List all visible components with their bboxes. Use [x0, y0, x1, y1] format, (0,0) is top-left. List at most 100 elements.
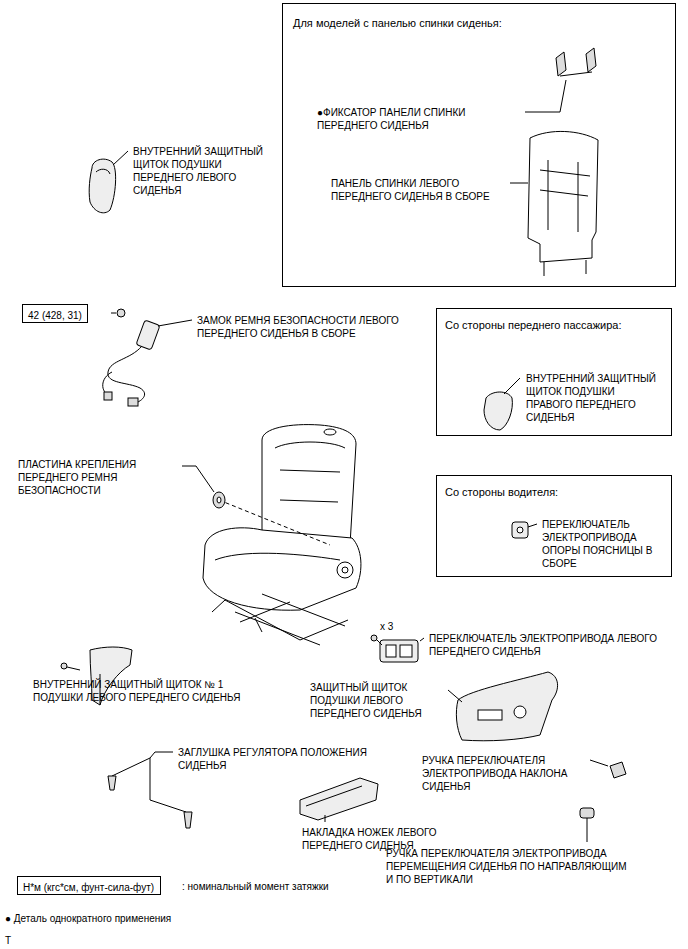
seatbelt-buckle-line [136, 320, 160, 350]
recline-knob-line [590, 760, 608, 766]
recline-knob [590, 760, 626, 778]
box-text: 42 (428, 31) [23, 307, 87, 324]
inner-shield-right-line [484, 392, 512, 430]
seat-assembly-line [219, 500, 330, 545]
variant-box: Со стороны водителя: ПЕРЕКЛЮЧАТЕЛЬ ЭЛЕКТР… [436, 475, 672, 577]
seat-assembly-line [275, 442, 345, 448]
power-seat-switch-line [377, 640, 382, 645]
seat-assembly-line [203, 528, 361, 610]
recline-knob-line [610, 762, 626, 778]
seatbelt-buckle-line [117, 309, 125, 317]
inner-shield-left-line [96, 169, 110, 174]
cushion-shield [448, 672, 558, 741]
seat-adjuster-cap-line [108, 776, 116, 790]
leg-cover-line [325, 815, 326, 822]
lumbar-switch-line [517, 527, 523, 533]
inner-shield-no1-line [67, 667, 80, 670]
inner-shield-right [484, 378, 520, 430]
part-label: ●ФИКСАТОР ПАНЕЛИ СПИНКИ ПЕРЕДНЕГО СИДЕНЬ… [317, 106, 522, 132]
back-panel-fastener-line [556, 52, 566, 76]
belt-anchor-plate-line [217, 497, 221, 503]
part-label: ПЛАСТИНА КРЕПЛЕНИЯ ПЕРЕДНЕГО РЕМНЯ БЕЗОП… [18, 458, 183, 497]
inner-shield-no1-line [61, 663, 67, 669]
back-panel [510, 131, 598, 276]
part-label: ЗАГЛУШКА РЕГУЛЯТОРА ПОЛОЖЕНИЯ СИДЕНЬЯ [178, 746, 378, 772]
seat-adjuster-cap-line [184, 812, 192, 828]
back-panel-line [528, 131, 598, 262]
inner-shield-left [89, 151, 128, 213]
seat-assembly-line [342, 567, 348, 573]
seatbelt-buckle [103, 309, 192, 406]
quantity-label: x 3 [380, 620, 420, 633]
seat-adjuster-cap-line [150, 758, 151, 800]
back-panel-line [510, 183, 528, 184]
seat-adjuster-cap-line [150, 800, 186, 812]
leg-cover [300, 778, 378, 822]
lumbar-switch [512, 522, 537, 538]
variant-box: Для моделей с панелью спинки сиденья: ●ФИ… [282, 3, 676, 287]
seat-assembly-line [262, 425, 356, 548]
inner-shield-right-line [504, 378, 520, 394]
part-label: ВНУТРЕННИЙ ЗАЩИТНЫЙ ЩИТОК № 1 ПОДУШКИ ЛЕ… [33, 678, 258, 704]
figure-code: T [5, 934, 25, 947]
seatbelt-buckle-line [108, 346, 145, 404]
note-text: ● Деталь однократного применения [5, 912, 265, 925]
cushion-shield-line [456, 672, 557, 741]
part-label: ПАНЕЛЬ СПИНКИ ЛЕВОГО ПЕРЕДНЕГО СИДЕНЬЯ В… [331, 177, 516, 203]
lumbar-switch-line [528, 524, 537, 527]
power-seat-switch-line [420, 638, 424, 641]
part-label: ЗАМОК РЕМНЯ БЕЗОПАСНОСТИ ЛЕВОГО ПЕРЕДНЕГ… [197, 314, 407, 340]
back-panel-fastener-line [525, 80, 566, 112]
seatbelt-buckle-line [158, 320, 192, 326]
seatbelt-buckle-line [111, 313, 116, 314]
belt-anchor-plate-line [182, 466, 214, 492]
cushion-shield-line [514, 706, 526, 718]
cushion-shield-line [448, 690, 462, 702]
seat-adjuster-cap-line [150, 752, 173, 758]
box-heading: Для моделей с панелью спинки сиденья: [293, 16, 663, 30]
seatbelt-buckle-line [128, 398, 138, 406]
seat-assembly-line [337, 562, 353, 578]
power-seat-switch-line [386, 645, 396, 657]
back-panel-line [544, 262, 545, 276]
lumbar-switch-line [512, 522, 528, 538]
seat-adjuster-cap-line [112, 758, 150, 776]
slide-knob-line [580, 808, 594, 818]
part-label: ВНУТРЕННИЙ ЗАЩИТНЫЙ ЩИТОК ПОДУШКИ ПРАВОГ… [526, 372, 664, 424]
legend-text: : номинальный момент затяжки [182, 880, 382, 893]
leg-cover-line [300, 778, 378, 820]
variant-box: Со стороны переднего пассажира: ВНУТРЕННИ… [436, 308, 672, 436]
back-panel-fastener [525, 48, 596, 112]
belt-anchor-plate [182, 466, 225, 508]
seat-assembly-line [324, 429, 336, 435]
part-label: РУЧКА ПЕРЕКЛЮЧАТЕЛЯ ЭЛЕКТРОПРИВОДА НАКЛО… [422, 754, 607, 793]
slide-knob-line [587, 818, 588, 842]
belt-anchor-plate-line [213, 492, 225, 508]
seat-assembly [203, 425, 361, 645]
cushion-shield-line [478, 710, 502, 720]
part-label: ЗАЩИТНЫЙ ЩИТОК ПОДУШКИ ЛЕВОГО ПЕРЕДНЕГО … [310, 681, 448, 720]
box-heading: Со стороны водителя: [445, 485, 665, 499]
box-heading: Со стороны переднего пассажира: [445, 318, 665, 332]
legend-torque-box: Н*м (кгс*см, фунт-сила-фут) [17, 876, 161, 895]
torque-box: 42 (428, 31) [22, 304, 88, 323]
part-label: ВНУТРЕННИЙ ЗАЩИТНЫЙ ЩИТОК ПОДУШКИ ПЕРЕДН… [133, 145, 268, 197]
seatbelt-buckle-line [104, 392, 112, 400]
seat-assembly-line [280, 470, 340, 502]
part-label: ПЕРЕКЛЮЧАТЕЛЬ ЭЛЕКТРОПРИВОДА ЛЕВОГО ПЕРЕ… [429, 632, 679, 658]
inner-shield-left-line [89, 159, 115, 213]
part-label: ПЕРЕКЛЮЧАТЕЛЬ ЭЛЕКТРОПРИВОДА ОПОРЫ ПОЯСН… [542, 518, 666, 570]
power-seat-switch-line [380, 640, 418, 662]
leg-cover-line [306, 786, 362, 806]
back-panel-line [540, 160, 590, 232]
power-seat-switch-line [400, 645, 412, 657]
back-panel-fastener-line [586, 48, 596, 72]
box-text: Н*м (кгс*см, фунт-сила-фут) [18, 879, 159, 896]
seat-assembly-line [235, 612, 320, 645]
back-panel-fastener-line [560, 72, 592, 76]
slide-knob [580, 808, 594, 842]
seat-assembly-line [212, 594, 348, 640]
power-seat-switch [371, 635, 424, 662]
seat-assembly-line [215, 553, 340, 560]
